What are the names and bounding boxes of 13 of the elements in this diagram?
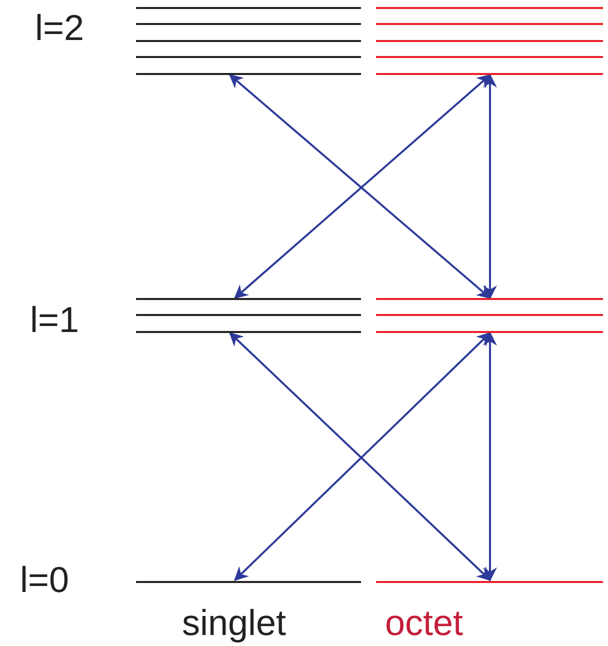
level-label: l=1 [30,300,80,340]
level-label: l=0 [20,560,70,600]
column-label: singlet [182,603,286,643]
column-label: octet [385,603,464,643]
energy-level-line [136,580,361,584]
transition-arrow [483,74,497,300]
energy-level-group [376,7,603,75]
energy-level-group [136,298,361,333]
energy-level-line [376,580,603,584]
energy-level-group [136,7,361,75]
level-label: l=2 [35,8,84,48]
energy-level-group [376,298,603,333]
transition-arrow [483,332,497,582]
